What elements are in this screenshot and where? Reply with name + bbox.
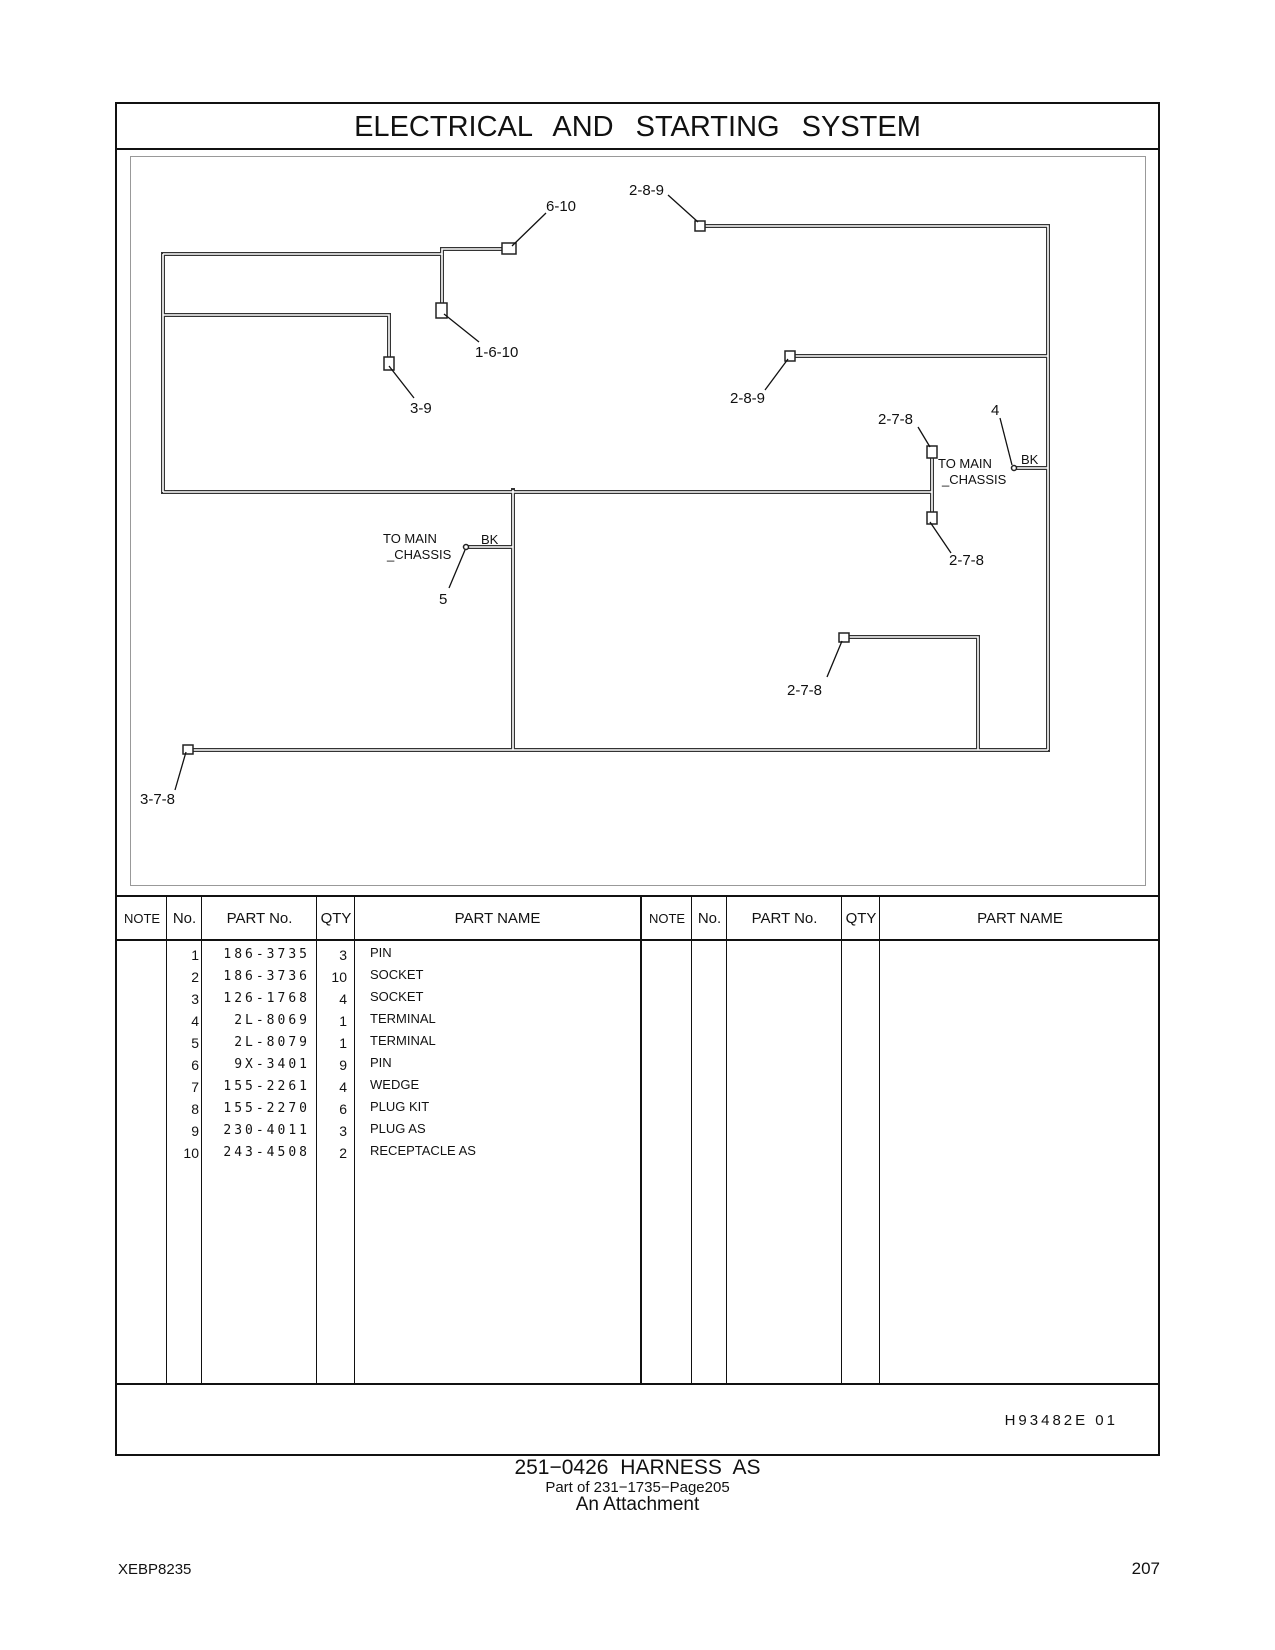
wire-bottom-right-loop: [842, 635, 980, 752]
connector-2-7-8-a: [926, 445, 938, 459]
callout-2-8-9-mid: 2-8-9: [730, 390, 765, 407]
table-header-right: NOTE No. PART No. QTY PART NAME: [642, 897, 1160, 941]
callout-3-7-8: 3-7-8: [140, 791, 175, 808]
caption-title: 251−0426 HARNESS AS: [514, 1456, 761, 1479]
header-qty: QTY: [845, 910, 877, 927]
callout-to-main-right: TO MAIN: [938, 456, 992, 471]
header-qty: QTY: [320, 910, 352, 927]
header-no: No.: [697, 910, 722, 927]
page-number: 207: [1131, 1559, 1160, 1578]
header-note: NOTE: [123, 911, 161, 926]
drawing-number: H93482E 01: [1004, 1412, 1118, 1429]
terminal-5: [462, 543, 470, 551]
connector-1-6-10: [435, 302, 448, 319]
header-part-name: PART NAME: [454, 910, 541, 927]
connector-2-7-8-c: [838, 632, 850, 643]
connector-2-8-9-top: [694, 220, 706, 232]
callout-2-8-9-top: 2-8-9: [629, 182, 664, 199]
page-title: ELECTRICAL AND STARTING SYSTEM: [117, 104, 1158, 150]
header-part-no: PART No.: [751, 910, 818, 927]
table-header-left: NOTE No. PART No. QTY PART NAME: [117, 897, 640, 941]
wire-upper-right-top: [699, 224, 1050, 752]
callout-bk-right: BK: [1021, 452, 1039, 467]
callout-2-7-8-a: 2-7-8: [878, 411, 913, 428]
connector-3-7-8: [182, 744, 194, 755]
callout-1-6-10: 1-6-10: [475, 344, 518, 361]
connector-3-9: [383, 356, 395, 371]
header-part-name: PART NAME: [977, 910, 1063, 927]
callout-2-7-8-c: 2-7-8: [787, 682, 822, 699]
callout-2-7-8-b: 2-7-8: [949, 552, 984, 569]
callout-3-9: 3-9: [410, 400, 432, 417]
parts-page-frame: ELECTRICAL AND STARTING SYSTEM: [115, 102, 1160, 1456]
caption-part-of: Part of 231−1735−Page205: [545, 1479, 730, 1496]
caption-attachment: An Attachment: [575, 1494, 700, 1515]
header-note: NOTE: [648, 911, 686, 926]
callout-chassis-right: _CHASSIS: [941, 472, 1007, 487]
terminal-4: [1010, 464, 1018, 472]
header-part-no: PART No.: [226, 910, 293, 927]
connector-6-10: [501, 242, 517, 255]
callout-6-10: 6-10: [546, 198, 576, 215]
callout-bk-left: BK: [481, 532, 499, 547]
header-no: No.: [172, 910, 197, 927]
document-id: XEBP8235: [118, 1561, 192, 1578]
parts-table-right: NOTE No. PART No. QTY PART NAME: [640, 897, 1160, 1383]
diagram-border: [130, 156, 1146, 886]
harness-diagram: 6-10 2-8-9 1-6-10 3-9 2-8-9 2-7-8 4 BK T…: [140, 182, 1050, 808]
callout-chassis-left: _CHASSIS: [386, 547, 452, 562]
callout-5: 5: [439, 591, 447, 608]
wire-left-branch: [161, 313, 391, 364]
callout-4: 4: [991, 402, 999, 419]
connector-2-8-9-mid: [784, 350, 796, 362]
connector-2-7-8-b: [926, 511, 938, 525]
callout-to-main-left: TO MAIN: [383, 531, 437, 546]
